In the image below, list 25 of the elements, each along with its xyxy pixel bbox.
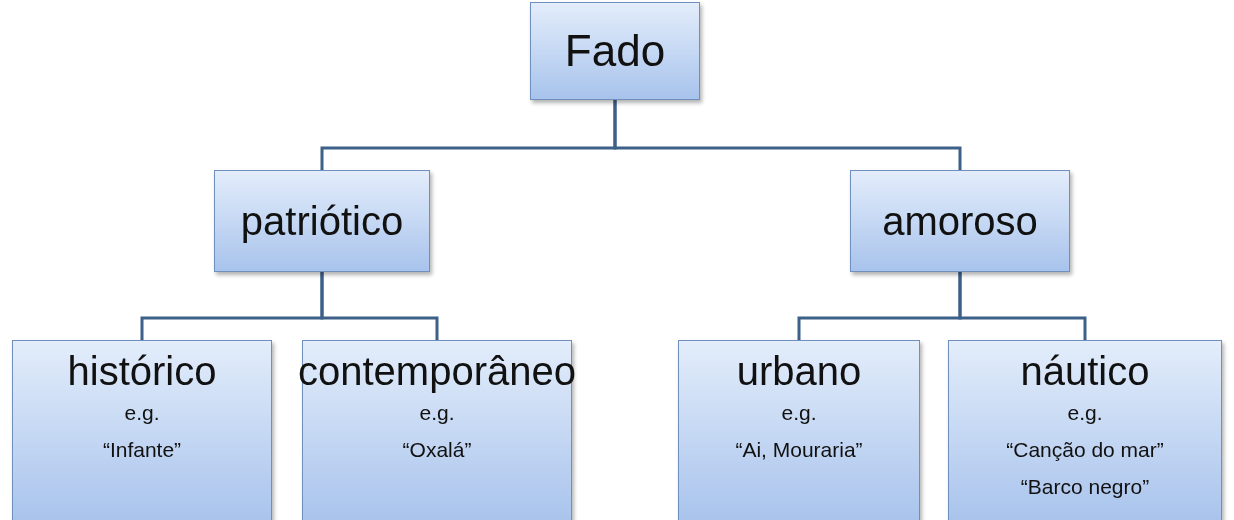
connector-line: [320, 272, 439, 340]
category-box: [214, 170, 430, 272]
category-title: Fado: [564, 24, 666, 77]
category-box: [850, 170, 1070, 272]
category-title: urbano: [736, 348, 862, 395]
category-box: [530, 2, 700, 100]
category-title: amoroso: [882, 198, 1038, 245]
connector-line: [958, 272, 1087, 340]
category-title: histórico: [67, 348, 217, 395]
example-prefix: e.g.: [1067, 400, 1103, 426]
category-title: patriótico: [240, 198, 404, 245]
example-prefix: e.g.: [419, 400, 455, 426]
category-box: [678, 340, 920, 520]
example-title: “Ai, Mouraria”: [735, 436, 863, 463]
example-title: “Oxalá”: [402, 436, 472, 463]
category-title: náutico: [1020, 348, 1150, 395]
example-title: “Infante”: [102, 436, 182, 463]
category-box: [12, 340, 272, 520]
example-prefix: e.g.: [124, 400, 160, 426]
example-title: “Canção do mar”: [1006, 436, 1164, 463]
example-prefix: e.g.: [781, 400, 817, 426]
connector-line: [613, 100, 962, 170]
category-title: contemporâneo: [298, 348, 576, 395]
example-title: “Barco negro”: [1020, 473, 1150, 500]
category-box: [948, 340, 1222, 520]
